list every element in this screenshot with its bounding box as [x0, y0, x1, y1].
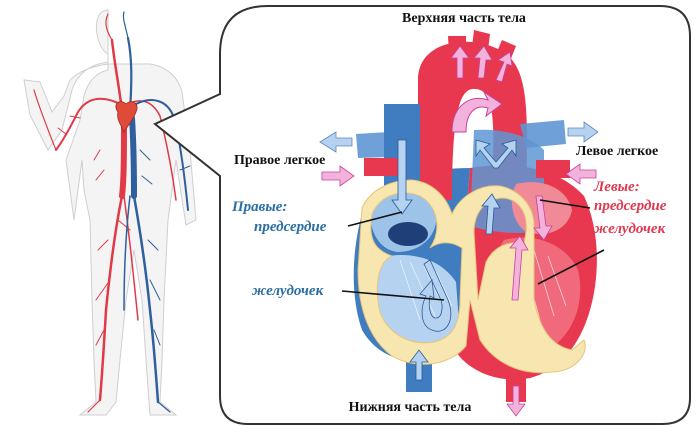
branch-arrow-2	[473, 45, 493, 79]
right-lung-in-arrow	[321, 165, 355, 187]
left-atrium-label: предсердие	[594, 198, 667, 214]
blood-flow-arrows	[391, 45, 553, 417]
left-ventricle-pointer	[537, 249, 605, 285]
aorta-down-arrow	[506, 385, 526, 417]
pointer-lines	[341, 199, 605, 301]
svc-down-arrow	[391, 139, 413, 215]
right-ventricle-flow-arrow	[419, 259, 452, 332]
labels: Верхняя часть тела Нижняя часть тела Пра…	[231, 11, 667, 415]
left-heading-label: Левые:	[593, 179, 640, 195]
right-ventricle-pointer	[341, 290, 445, 301]
lower-body-label: Нижняя часть тела	[349, 400, 472, 415]
upper-body-label: Верхняя часть тела	[402, 11, 526, 26]
rv-up-arrow	[481, 193, 501, 235]
right-lung-out-arrow	[319, 131, 353, 153]
heart-anatomy	[319, 30, 599, 417]
arch-flow-arrow	[451, 90, 503, 133]
left-atrium-pointer	[539, 199, 591, 209]
right-atrium-pointer	[347, 211, 403, 227]
lung-arrows	[319, 121, 599, 187]
left-lung-out-arrow	[567, 121, 599, 143]
left-ventricle-label: желудочек	[594, 221, 666, 237]
pulmonary-vein-right	[364, 158, 398, 176]
human-body-figure	[23, 9, 197, 416]
pulmonary-vein-left	[536, 160, 570, 178]
tricuspid-opening	[388, 222, 428, 246]
lv-up-arrow	[509, 235, 529, 301]
body-outline	[23, 9, 197, 416]
arteries	[33, 13, 177, 413]
right-heading-label: Правые:	[231, 199, 287, 215]
branch-arrow-1	[450, 45, 470, 79]
pulmonary-artery-left	[520, 120, 566, 148]
right-lung-label: Правое легкое	[234, 153, 325, 168]
left-lung-in-arrow	[565, 163, 597, 185]
right-atrium-label: предсердие	[254, 219, 327, 235]
ivc-up-arrow	[409, 349, 429, 381]
small-heart	[115, 101, 138, 134]
left-lung-label: Левое легкое	[576, 144, 658, 159]
pulmonary-outflow-arrow	[475, 139, 517, 169]
right-ventricle-label: желудочек	[252, 283, 324, 299]
branch-arrow-3	[495, 51, 513, 83]
